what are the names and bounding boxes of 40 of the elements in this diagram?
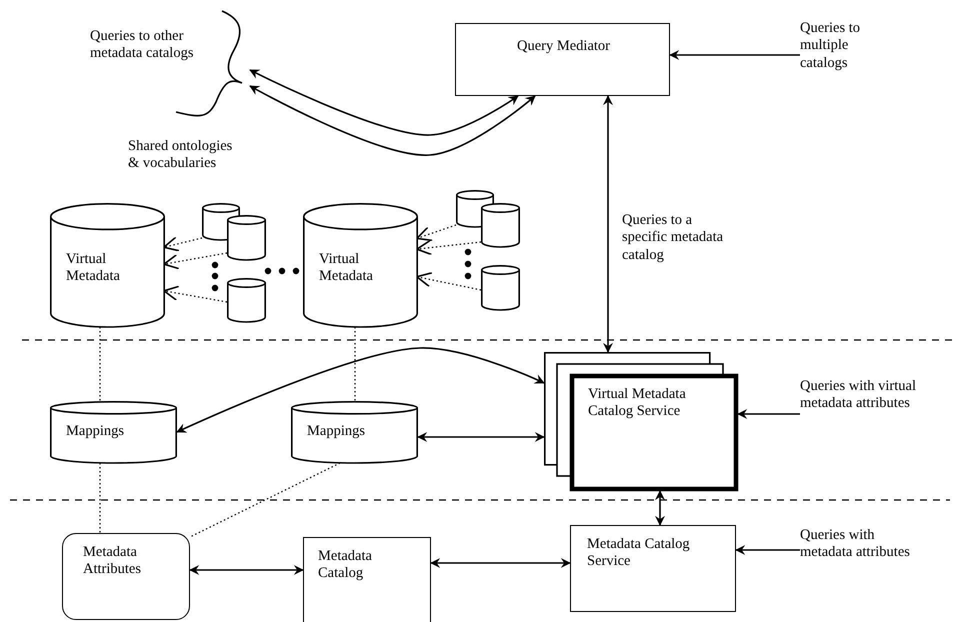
arrow <box>249 69 519 136</box>
process-box <box>570 525 736 612</box>
dotted-connector <box>416 224 456 242</box>
dotted-connector <box>416 272 482 291</box>
arrow <box>176 347 545 433</box>
stacked-service-box <box>544 352 738 491</box>
dotted-connector <box>99 463 101 533</box>
node-label: Virtual Metadata <box>66 251 121 286</box>
arrow <box>737 409 800 419</box>
dotted-connector <box>354 327 356 401</box>
annotation-text: Queries to multiple catalogs <box>800 20 861 72</box>
arrow <box>249 85 536 156</box>
arrow <box>417 432 545 442</box>
node-label: Mappings <box>66 423 125 440</box>
dotted-connector <box>99 327 101 401</box>
rounded-box <box>62 533 190 620</box>
arrow <box>655 490 665 526</box>
process-box <box>303 537 431 622</box>
arrow <box>735 545 800 555</box>
annotation-text: Shared ontologies & vocabularies <box>128 138 234 173</box>
process-box <box>455 23 670 96</box>
dotted-connector <box>163 286 228 303</box>
arrow <box>189 565 304 575</box>
dotted-connector <box>163 236 202 252</box>
dotted-connector <box>416 240 482 256</box>
node-label: Virtual Metadata <box>319 251 374 286</box>
node-label: Mappings <box>307 423 366 440</box>
arrow <box>603 95 613 353</box>
arrow <box>669 50 800 60</box>
node-label: Metadata Catalog <box>318 548 373 583</box>
annotation-text: Queries to other metadata catalogs <box>90 28 194 63</box>
node-label: Query Mediator <box>516 38 611 56</box>
arrow <box>430 558 571 568</box>
dotted-connector <box>190 462 340 538</box>
node-label: Virtual Metadata Catalog Service <box>588 386 687 421</box>
annotation-text: Queries with metadata attributes <box>800 527 911 562</box>
node-label: Metadata Attributes <box>83 544 142 579</box>
node-label: Metadata Catalog Service <box>587 536 691 571</box>
annotation-text: Queries with virtual metadata attributes <box>800 378 917 413</box>
dotted-connector <box>163 252 228 270</box>
